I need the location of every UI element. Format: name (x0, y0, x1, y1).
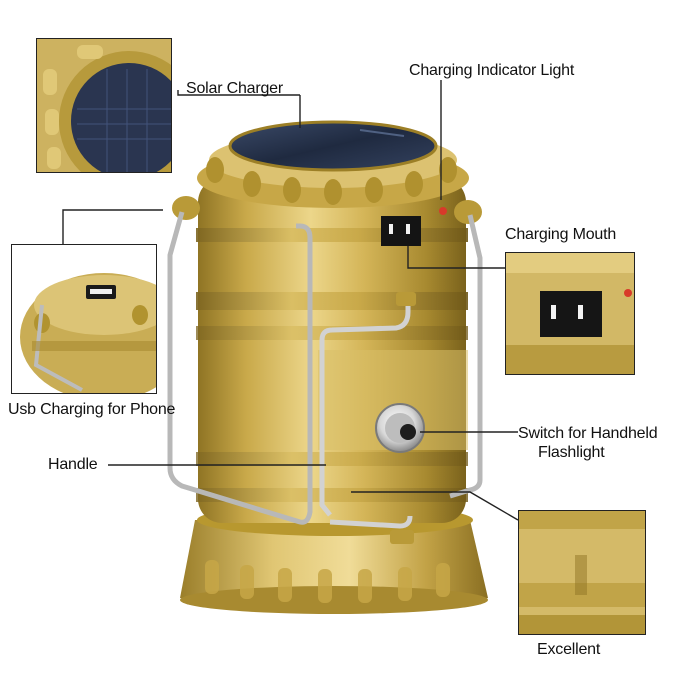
solar-charger-inset (36, 38, 172, 173)
excellent-inset (518, 510, 646, 635)
usb-charging-inset (11, 244, 157, 394)
solar-charger-label: Solar Charger (186, 80, 284, 97)
charging-mouth-inset (505, 252, 635, 375)
switch-label-line2: Flashlight (538, 444, 605, 461)
switch-label: Switch for Handheld Flashlight (518, 424, 658, 462)
charging-indicator-label: Charging Indicator Light (409, 62, 575, 79)
switch-label-line1: Switch for Handheld (518, 425, 658, 442)
handle-label: Handle (48, 456, 98, 473)
usb-charging-label: Usb Charging for Phone (8, 401, 176, 418)
charging-mouth-label: Charging Mouth (505, 226, 617, 243)
excellent-label: Excellent (537, 641, 601, 658)
